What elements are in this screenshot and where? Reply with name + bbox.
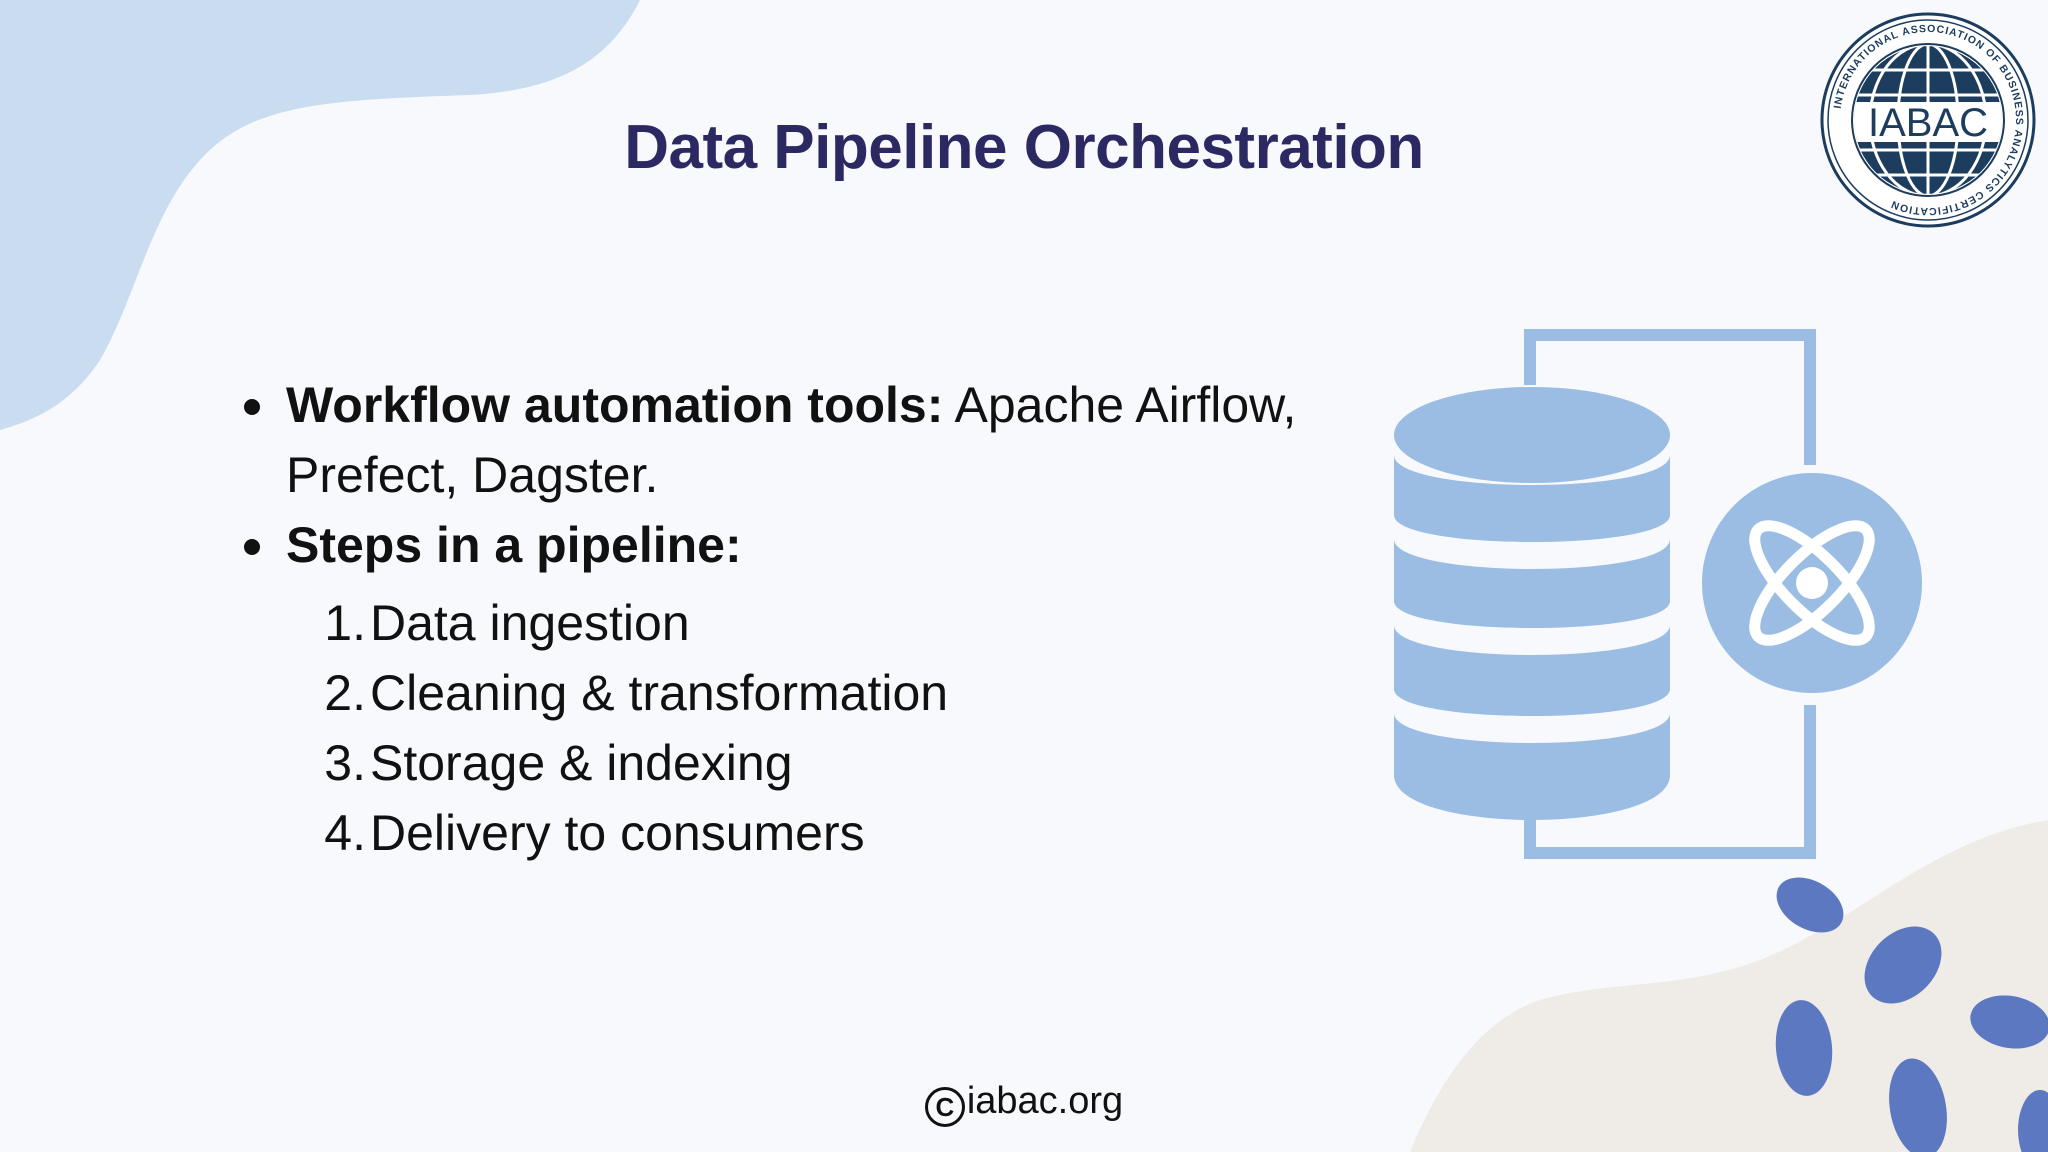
connector-line [1524,329,1816,465]
database-icon [1394,387,1670,820]
step-number: 3. [324,735,366,791]
step-label: Storage & indexing [370,735,793,791]
list-item: 2. Cleaning & transformation [240,658,1400,728]
list-item: 4. Delivery to consumers [240,798,1400,868]
connector-line [1524,705,1816,859]
pipeline-steps-list: 1. Data ingestion 2. Cleaning & transfor… [240,588,1400,868]
svg-text:IABAC: IABAC [1868,101,1988,145]
bullet-text: Apache Airflow, Prefect, Dagster. [286,377,1297,503]
database-illustration [1394,329,1922,859]
background-blob-bottom-right [1410,820,2048,1152]
step-label: Data ingestion [370,595,690,651]
list-item: 1. Data ingestion [240,588,1400,658]
atom-icon [1702,473,1922,693]
iabac-logo: IABAC INTERNATIONAL ASSOCIATION OF BUSIN… [1820,12,2036,228]
slide-title: Data Pipeline Orchestration [624,113,1424,182]
bullet-dot-icon [244,539,260,555]
step-number: 2. [324,665,366,721]
step-label: Delivery to consumers [370,805,865,861]
bullet-pipeline-steps: Steps in a pipeline: [240,510,1400,580]
bullet-heading: Workflow automation tools: [286,377,944,433]
bullet-dot-icon [244,399,260,415]
step-label: Cleaning & transformation [370,665,949,721]
bullet-workflow-tools: Workflow automation tools: Apache Airflo… [240,370,1400,510]
footer-site-link[interactable]: iabac.org [966,1080,1124,1122]
step-number: 1. [324,595,366,651]
step-number: 4. [324,805,366,861]
list-item: 3. Storage & indexing [240,728,1400,798]
copyright-icon: C [924,1087,965,1127]
bullet-heading: Steps in a pipeline: [286,517,742,573]
slide-content: Workflow automation tools: Apache Airflo… [240,370,1400,868]
